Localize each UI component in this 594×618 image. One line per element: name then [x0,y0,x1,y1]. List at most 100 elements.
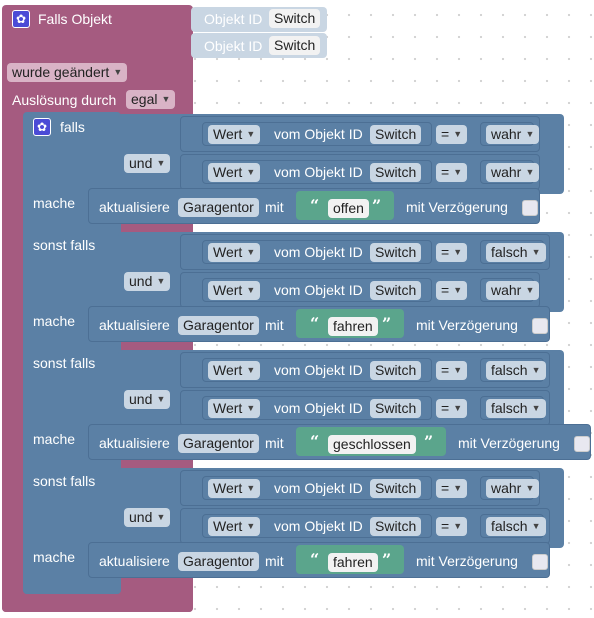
and-dropdown-1[interactable]: und▼ [124,272,171,291]
value-type-label: Wert [213,480,243,496]
target-text: Garagentor [183,317,254,333]
bool-dropdown[interactable]: wahr▼ [486,163,540,182]
text-value[interactable]: fahren [328,553,378,572]
delay-checkbox[interactable] [574,436,590,452]
and-label: und [129,155,153,171]
do-label-0: mache [33,195,76,211]
value-type-label: Wert [213,282,243,298]
object-id-value[interactable]: Switch [370,479,422,498]
object-value-1[interactable]: Switch [269,9,321,28]
target-field[interactable]: Garagentor [178,316,259,335]
value-type-dropdown[interactable]: Wert▼ [208,517,261,536]
value-type-dropdown[interactable]: Wert▼ [208,243,261,262]
object-id-value[interactable]: Switch [370,281,422,300]
branch-header-1: sonst falls [33,237,96,253]
chevron-down-icon: ▼ [453,167,463,177]
if-block[interactable] [23,112,121,594]
operator-dropdown[interactable]: =▼ [436,517,468,536]
bool-dropdown[interactable]: falsch▼ [486,243,546,262]
with-label: mit [265,317,284,333]
chevron-down-icon: ▼ [525,129,535,139]
object-id-text: Switch [375,400,417,416]
target-field[interactable]: Garagentor [178,434,259,453]
operator-dropdown[interactable]: =▼ [436,399,468,418]
and-dropdown-0[interactable]: und▼ [124,154,171,173]
object-id-value[interactable]: Switch [370,399,422,418]
value-type-dropdown[interactable]: Wert▼ [208,281,261,300]
event-block-footer [2,598,193,612]
bool-dropdown[interactable]: falsch▼ [486,517,546,536]
bool-label: falsch [491,400,528,416]
chevron-down-icon: ▼ [453,129,463,139]
object-id-value[interactable]: Switch [370,125,422,144]
do-label-3: mache [33,549,76,565]
text-value[interactable]: geschlossen [328,435,416,454]
value-type-dropdown[interactable]: Wert▼ [208,361,261,380]
value-type-dropdown[interactable]: Wert▼ [208,399,261,418]
operator-dropdown[interactable]: =▼ [436,479,468,498]
trigger-by-value: egal [131,91,158,107]
delay-checkbox[interactable] [532,318,548,334]
open-quote-icon: “ [310,432,320,451]
operator-label: = [441,164,450,180]
object-id-value[interactable]: Switch [370,163,422,182]
object-id-label: vom Objekt ID [274,282,363,298]
chevron-down-icon: ▼ [531,365,541,375]
target-field[interactable]: Garagentor [178,552,259,571]
text-value[interactable]: offen [328,199,369,218]
bool-dropdown[interactable]: falsch▼ [486,361,546,380]
text-value[interactable]: fahren [328,317,378,336]
object-id-value[interactable]: Switch [370,517,422,536]
operator-dropdown[interactable]: =▼ [436,125,468,144]
close-quote-icon: ” [382,314,392,333]
update-label: aktualisiere [99,317,170,333]
branch-header-2: sonst falls [33,355,96,371]
chevron-down-icon: ▼ [453,483,463,493]
update-label: aktualisiere [99,199,170,215]
bool-dropdown[interactable]: falsch▼ [486,399,546,418]
with-label: mit [265,553,284,569]
chevron-down-icon: ▼ [156,394,166,404]
delay-checkbox[interactable] [522,200,538,216]
object-id-text: Switch [375,362,417,378]
target-field[interactable]: Garagentor [178,198,259,217]
object-id-label: vom Objekt ID [274,362,363,378]
operator-dropdown[interactable]: =▼ [436,361,468,380]
with-label: mit [265,435,284,451]
chevron-down-icon: ▼ [246,247,256,257]
bool-label: wahr [491,126,522,142]
bool-dropdown[interactable]: wahr▼ [486,479,540,498]
gear-icon[interactable]: ✿ [33,118,51,136]
trigger-by-dropdown[interactable]: egal▼ [126,90,176,109]
value-type-dropdown[interactable]: Wert▼ [208,125,261,144]
trigger-dropdown[interactable]: wurde geändert▼ [7,63,128,82]
operator-dropdown[interactable]: =▼ [436,281,468,300]
object-id-text: Switch [375,244,417,260]
operator-label: = [441,244,450,260]
delay-label: mit Verzögerung [416,317,518,333]
object-id-text: Switch [375,164,417,180]
value-type-dropdown[interactable]: Wert▼ [208,163,261,182]
and-dropdown-3[interactable]: und▼ [124,508,171,527]
value-type-label: Wert [213,518,243,534]
object-label-2: Objekt ID [204,38,263,54]
operator-dropdown[interactable]: =▼ [436,243,468,262]
object-id-value[interactable]: Switch [370,361,422,380]
bool-dropdown[interactable]: wahr▼ [486,281,540,300]
and-label: und [129,509,153,525]
and-dropdown-2[interactable]: und▼ [124,390,171,409]
open-quote-icon: “ [310,314,320,333]
object-label-1: Objekt ID [204,11,263,27]
object-id-text: Switch [375,480,417,496]
object-id-value[interactable]: Switch [370,243,422,262]
delay-checkbox[interactable] [532,554,548,570]
bool-dropdown[interactable]: wahr▼ [486,125,540,144]
operator-label: = [441,126,450,142]
chevron-down-icon: ▼ [525,483,535,493]
object-id-text: Switch [375,282,417,298]
chevron-down-icon: ▼ [246,167,256,177]
gear-icon[interactable]: ✿ [12,10,30,28]
operator-dropdown[interactable]: =▼ [436,163,468,182]
value-type-dropdown[interactable]: Wert▼ [208,479,261,498]
object-value-2[interactable]: Switch [269,36,321,55]
